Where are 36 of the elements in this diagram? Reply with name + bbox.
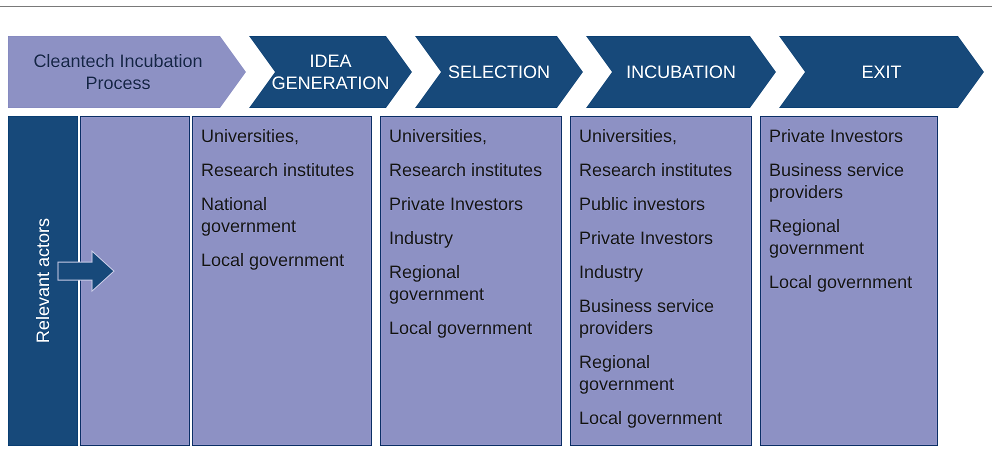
actors-column (570, 116, 752, 446)
actor-label: Research institutes (389, 159, 544, 181)
actor-label: Research institutes (201, 159, 356, 181)
actor-label: Private Investors (579, 227, 714, 249)
actor-label: Universities, (201, 125, 300, 147)
actor-label: Local government (389, 317, 534, 339)
actor-label: Public investors (579, 193, 706, 215)
band-label: Relevant actors (32, 218, 54, 344)
stage-label: IDEA GENERATION (272, 50, 390, 94)
actor-label: Local government (579, 407, 724, 429)
stage-label: INCUBATION (626, 61, 736, 83)
stage-label: SELECTION (448, 61, 550, 83)
actor-label: Regional government (389, 261, 486, 305)
actor-label: Business service providers (579, 295, 716, 339)
actor-label: Local government (201, 249, 346, 271)
actors-band (8, 116, 78, 446)
actor-label: National government (201, 193, 298, 237)
actor-label: Private Investors (769, 125, 904, 147)
actor-label: Universities, (389, 125, 488, 147)
actors-column (192, 116, 372, 446)
actors-column (380, 116, 562, 446)
actor-label: Private Investors (389, 193, 524, 215)
actor-label: Industry (389, 227, 454, 249)
stage-label: Cleantech Incubation Process (32, 50, 204, 94)
empty-column (80, 116, 190, 446)
process-title-header (8, 36, 246, 108)
actor-label: Industry (579, 261, 644, 283)
actor-label: Local government (769, 271, 914, 293)
actor-label: Research institutes (579, 159, 734, 181)
stage-label: EXIT (861, 61, 902, 83)
actor-label: Regional government (579, 351, 676, 395)
actor-label: Universities, (579, 125, 678, 147)
block-arrow (58, 250, 115, 292)
actors-column (760, 116, 938, 446)
actor-label: Regional government (769, 215, 866, 259)
actor-label: Business service providers (769, 159, 906, 203)
